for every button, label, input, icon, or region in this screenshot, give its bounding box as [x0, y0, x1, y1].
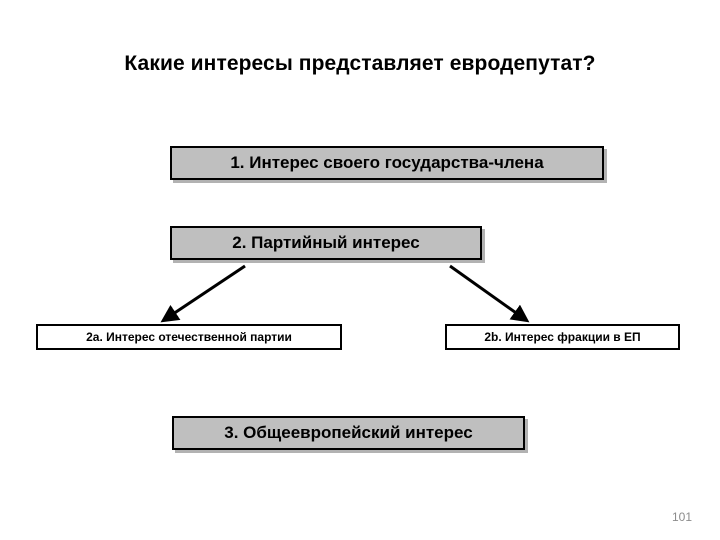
node-state-interest[interactable]: 1. Интерес своего государства-члена	[170, 146, 604, 180]
node-european-interest[interactable]: 3. Общеевропейский интерес	[172, 416, 525, 450]
node-ep-faction-interest[interactable]: 2b. Интерес фракции в ЕП	[445, 324, 680, 350]
node-party-interest-label: 2. Партийный интерес	[232, 233, 420, 252]
page-number: 101	[671, 510, 692, 524]
connector-party-to-party-b	[449, 264, 530, 323]
node-party-interest[interactable]: 2. Партийный интерес	[170, 226, 482, 260]
connector-party-to-party-a	[160, 264, 246, 323]
node-national-party-interest[interactable]: 2a. Интерес отечественной партии	[36, 324, 342, 350]
page-title: Какие интересы представляет евродепутат?	[124, 52, 596, 75]
node-state-interest-label: 1. Интерес своего государства-члена	[230, 153, 544, 172]
node-european-interest-label: 3. Общеевропейский интерес	[224, 423, 473, 442]
node-national-party-interest-label: 2a. Интерес отечественной партии	[86, 330, 292, 344]
node-ep-faction-interest-label: 2b. Интерес фракции в ЕП	[484, 330, 641, 344]
